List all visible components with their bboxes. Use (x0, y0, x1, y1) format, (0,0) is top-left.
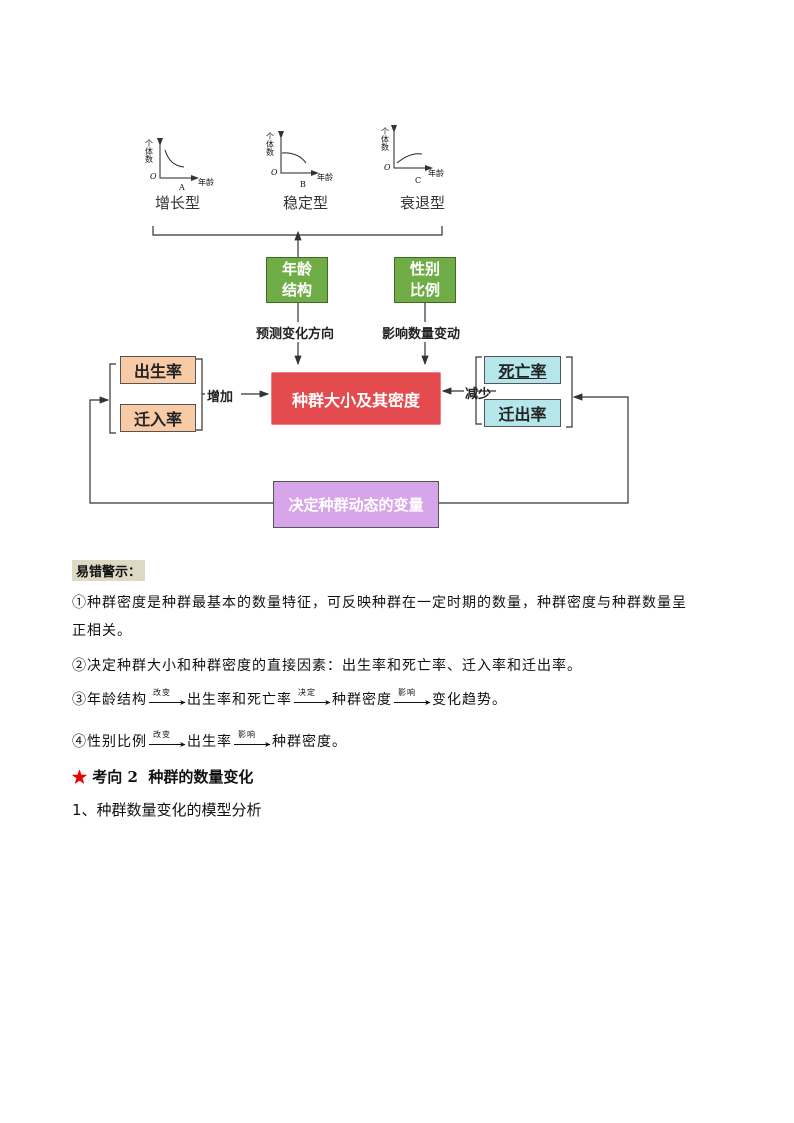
graph-b-letter: B (300, 180, 306, 189)
birth-rate-box: 出生率 (120, 356, 196, 384)
graph-a-ylabel: 个体数 (145, 139, 153, 164)
immigration-rate-box: 迁入率 (120, 404, 196, 432)
graph-a-letter: A (179, 183, 185, 192)
graph-c-ylabel: 个体数 (381, 127, 389, 152)
age-structure-box: 年龄结构 (266, 257, 328, 303)
graph-b-ylabel: 个体数 (266, 132, 274, 157)
note-3: ③年龄结构改变➤出生率和死亡率决定➤种群密度影响➤变化趋势。 (72, 688, 507, 708)
left-inner-bracket (196, 358, 203, 431)
graph-c-xlabel: 年龄 (428, 169, 444, 178)
graph-a-xlabel: 年龄 (198, 178, 214, 187)
graph-b-axes (278, 131, 319, 176)
graph-a-origin: O (150, 172, 157, 181)
section-heading: ★ 考向 2 种群的数量变化 (72, 768, 254, 786)
subsection-heading: 1、种群数量变化的模型分析 (72, 801, 262, 819)
dynamic-variables-box: 决定种群动态的变量 (273, 481, 439, 528)
graph-b-xlabel: 年龄 (317, 173, 333, 182)
graph-a-curve (164, 149, 185, 168)
decrease-label: 减少 (465, 387, 492, 402)
graph-b-curve (281, 152, 307, 164)
graph-a-axes (157, 138, 199, 181)
graph-c-type: 衰退型 (400, 194, 446, 212)
note-1-cont: 正相关。 (72, 623, 132, 639)
increase-label: 增加 (207, 390, 234, 405)
age-label: 预测变化方向 (256, 327, 335, 342)
note-1: ①种群密度是种群最基本的数量特征，可反映种群在一定时期的数量，种群密度与种群数量… (72, 595, 687, 611)
star-icon: ★ (72, 768, 88, 786)
graph-c-curve (396, 153, 423, 164)
graph-c-axes (391, 125, 433, 171)
notes-title: 易错警示： (72, 560, 146, 581)
left-bracket (109, 363, 116, 434)
death-rate-box: 死亡率 (484, 356, 561, 384)
sex-ratio-box: 性别比例 (394, 257, 456, 303)
graph-a-type: 增长型 (155, 194, 201, 212)
emigration-rate-box: 迁出率 (484, 399, 561, 427)
note-2: ②决定种群大小和种群密度的直接因素：出生率和死亡率、迁入率和迁出率。 (72, 658, 582, 674)
graph-c-origin: O (384, 163, 391, 172)
sex-label: 影响数量变动 (382, 327, 461, 342)
right-outer-bracket (566, 356, 573, 428)
graph-c-letter: C (415, 176, 422, 185)
graph-b-origin: O (271, 168, 278, 177)
note-4: ④性别比例改变➤出生率影响➤种群密度。 (72, 730, 347, 750)
graph-b-type: 稳定型 (283, 194, 329, 212)
center-box: 种群大小及其密度 (271, 372, 441, 425)
